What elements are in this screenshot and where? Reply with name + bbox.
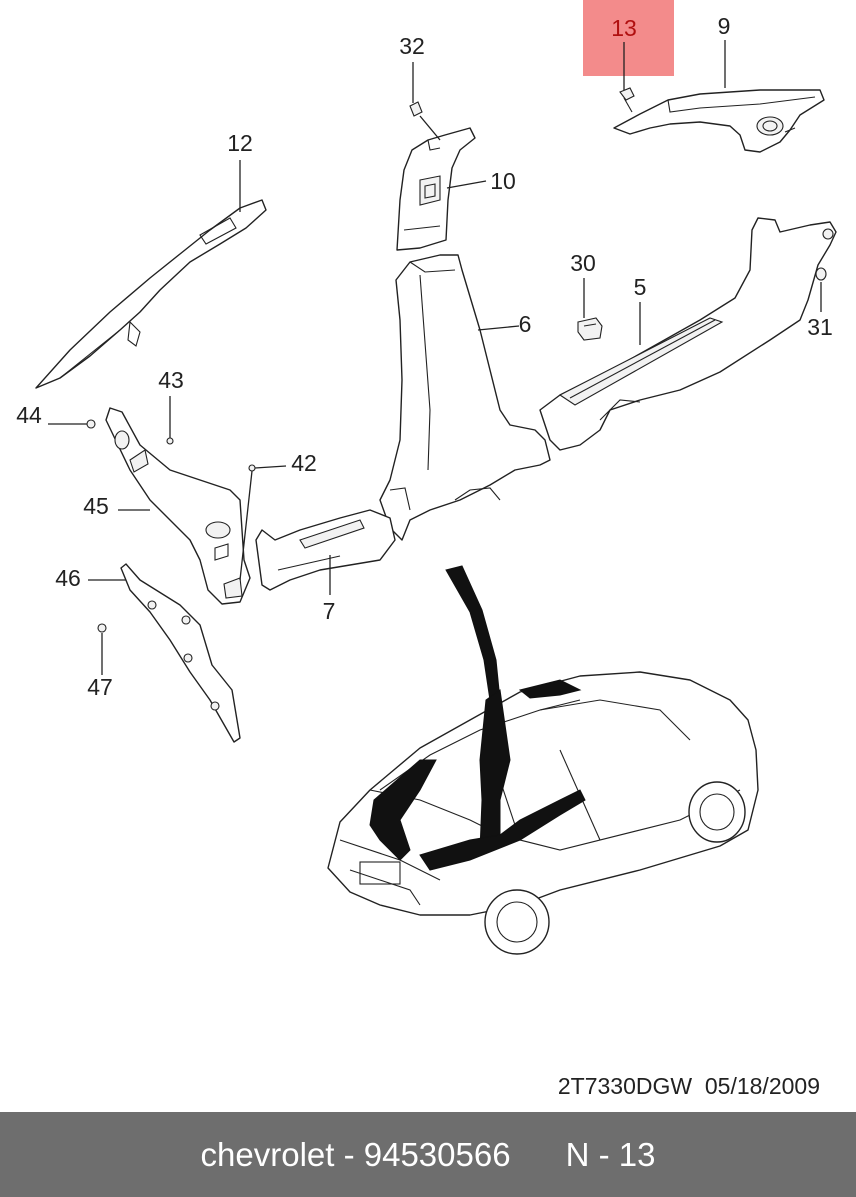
drawing-date: 05/18/2009	[704, 1073, 820, 1099]
leader-lines	[48, 40, 822, 675]
footer-bar: chevrolet - 94530566 N - 13	[0, 1112, 856, 1197]
drawing-number: 2T7330DGW	[557, 1073, 693, 1099]
part-13-clip	[619, 87, 635, 113]
part-31-plug	[815, 267, 827, 281]
highlight-box	[583, 0, 674, 76]
callout-12: 12	[227, 130, 253, 156]
part-46-bracket	[120, 563, 241, 743]
part-10-pillar-trim	[396, 127, 476, 251]
callout-47: 47	[87, 674, 113, 700]
callout-44: 44	[16, 402, 42, 428]
part-5-sill-trim	[539, 217, 837, 451]
part-42-screw	[248, 464, 256, 472]
part-43-screw	[166, 437, 174, 445]
callout-42: 42	[291, 450, 317, 476]
car-illustration	[327, 565, 759, 955]
callout-7: 7	[323, 598, 336, 624]
callout-labels: 13 9 32 12 10 30 5 6 31 43 44 42 45 46 7…	[16, 13, 833, 700]
part-44-clip	[86, 419, 96, 429]
callout-13: 13	[611, 15, 637, 41]
part-9-trim	[613, 89, 825, 153]
part-47-screw	[97, 623, 107, 633]
part-45-quarter-trim	[105, 407, 251, 605]
callout-45: 45	[83, 493, 109, 519]
callout-31: 31	[807, 314, 833, 340]
callout-43: 43	[158, 367, 184, 393]
callout-5: 5	[634, 274, 647, 300]
callout-9: 9	[718, 13, 731, 39]
document-code: 2T7330DGW 05/18/2009	[558, 1073, 820, 1100]
callout-10: 10	[490, 168, 516, 194]
footer-page: N - 13	[565, 1135, 656, 1173]
callout-32: 32	[399, 33, 425, 59]
part-6-b-pillar-trim	[379, 254, 551, 541]
part-32-clip	[409, 101, 423, 117]
part-7-front-sill	[255, 509, 396, 591]
part-12-c-pillar-trim	[35, 199, 267, 389]
part-30-clip	[577, 317, 603, 341]
callout-30: 30	[570, 250, 596, 276]
callout-6: 6	[519, 311, 532, 337]
footer-text: chevrolet - 94530566	[200, 1135, 511, 1173]
callout-46: 46	[55, 565, 81, 591]
